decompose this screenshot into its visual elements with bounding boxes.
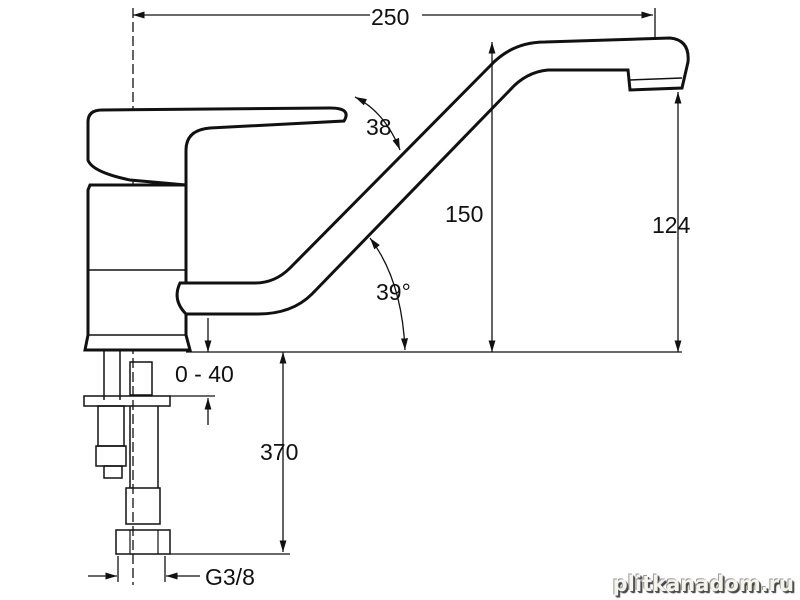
dim-spout-height: 150 (445, 201, 483, 227)
dim-deck-thickness: 0 - 40 (175, 361, 234, 387)
mounting-plate (83, 395, 171, 407)
hex-nut (115, 529, 171, 555)
lever-handle (86, 106, 348, 187)
dim-thread: G3/8 (205, 564, 255, 590)
spout (175, 36, 690, 316)
dim-total-reach: 250 (371, 4, 409, 30)
dim-spout-angle: 39° (376, 279, 411, 305)
dim-outlet-height: 124 (652, 212, 691, 238)
watermark: plitkanadom.ru (612, 572, 794, 596)
dim-handle-angle: 38 (366, 114, 392, 140)
faucet-body (83, 183, 192, 352)
dim-hose-length: 370 (260, 439, 298, 465)
